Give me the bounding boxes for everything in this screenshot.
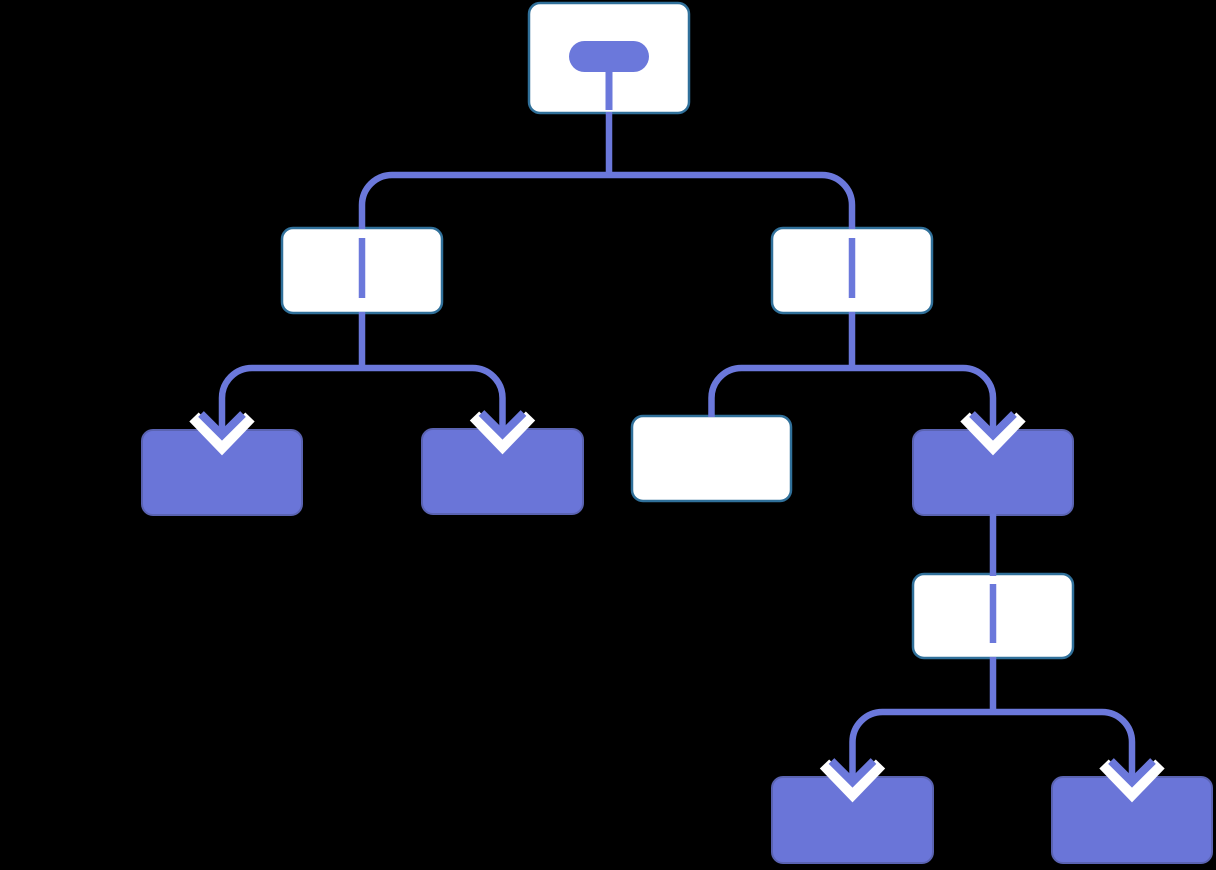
connector-split [708, 312, 997, 435]
empty-leaf-node[interactable] [630, 414, 793, 503]
node-box[interactable] [630, 414, 793, 503]
connector-split [849, 657, 1136, 782]
connector-split [358, 112, 856, 229]
collapse-arrowhead-icon[interactable] [478, 410, 527, 440]
branch-line-icon [848, 238, 856, 298]
collapse-chevron-white-icon [189, 412, 255, 456]
connectors-layer [198, 112, 1156, 788]
collapse-arrowhead-icon[interactable] [1108, 758, 1156, 788]
collapse-arrowhead-icon[interactable] [198, 411, 246, 441]
root-pill-icon [569, 41, 649, 72]
branch-node-left[interactable] [280, 226, 444, 315]
nodes-layer [141, 1, 1213, 864]
collapse-arrowhead-icon[interactable] [828, 758, 877, 788]
arrow-chevrons-layer [189, 411, 1165, 803]
collapse-chevron-white-icon [1099, 759, 1165, 803]
branch-line-icon [358, 238, 366, 298]
connector-split [218, 312, 506, 435]
branch-line-icon [989, 584, 997, 643]
root-node[interactable] [527, 1, 691, 115]
branch-node-lower[interactable] [911, 572, 1075, 660]
collapse-chevron-white-icon [469, 411, 536, 455]
root-stem-icon [605, 63, 613, 110]
collapse-arrowhead-icon[interactable] [969, 411, 1017, 441]
branch-node-right[interactable] [770, 226, 934, 315]
collapse-chevron-white-icon [960, 412, 1026, 456]
collapse-chevron-white-icon [819, 759, 886, 803]
